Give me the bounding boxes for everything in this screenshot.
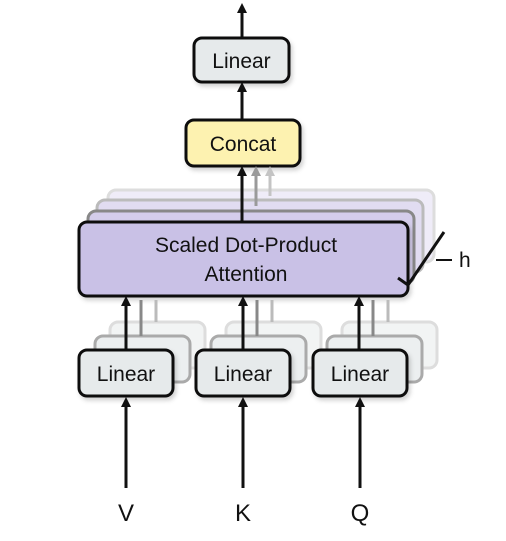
heads-label: h xyxy=(459,249,471,272)
linear-k-box xyxy=(194,348,292,398)
linear-k-label: Linear xyxy=(214,363,272,386)
concat-block: Concat xyxy=(184,118,302,168)
attention-label-line2: Attention xyxy=(205,263,288,286)
input-v-label: V xyxy=(118,500,134,527)
linear-stack-k: Linear xyxy=(194,296,323,398)
output-linear-label: Linear xyxy=(212,50,270,73)
linear-v-box xyxy=(77,348,175,398)
attention-label-line1: Scaled Dot-Product xyxy=(155,234,337,257)
heads-indicator: h xyxy=(397,231,471,287)
attention-block: Scaled Dot-Product Attention xyxy=(77,220,410,298)
concat-label: Concat xyxy=(210,133,277,156)
heads-bracket xyxy=(397,231,446,287)
input-q-label: Q xyxy=(351,500,370,527)
linear-v-label: Linear xyxy=(97,363,155,386)
output-linear-block: Linear xyxy=(192,36,291,84)
linear-stack-v: Linear xyxy=(77,296,207,398)
linear-q-label: Linear xyxy=(331,363,389,386)
input-k-label: K xyxy=(235,500,251,527)
linear-stack-q: Linear xyxy=(311,296,439,398)
linear-q-box xyxy=(311,348,409,398)
